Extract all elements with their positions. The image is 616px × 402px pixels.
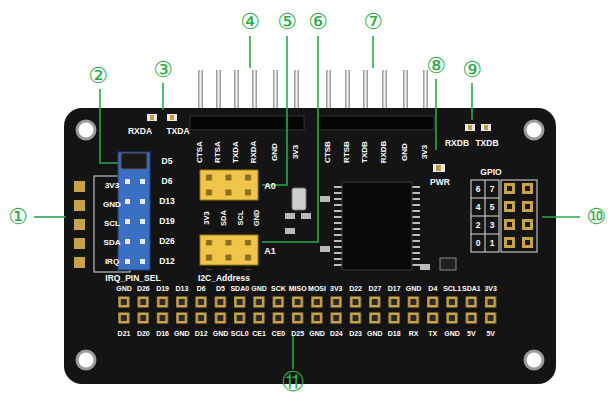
callout-number: ⑪: [282, 371, 304, 393]
pin-label: 3V3: [484, 285, 496, 292]
pin-label: D19: [156, 285, 169, 292]
pin-label: D19: [159, 217, 175, 226]
pin-label: D6: [162, 177, 173, 186]
pin-label: GND: [213, 330, 229, 337]
pin-label: RXDA: [250, 141, 258, 164]
callout-number: ⑤: [277, 11, 297, 33]
callout-number: ⑦: [363, 11, 383, 33]
gpio-number: 3: [490, 221, 495, 230]
pin-label: D26: [159, 237, 175, 246]
jumper-label: A1: [264, 247, 276, 256]
gpio-number: 7: [490, 185, 495, 194]
pin-label: SDA: [104, 239, 121, 247]
pin-label: SCL1: [443, 285, 461, 292]
pin-label: GND: [103, 201, 121, 209]
callout-number: ②: [88, 65, 108, 87]
pin-label: RTSA: [214, 141, 222, 163]
led-label: RXDA: [128, 127, 152, 136]
pin-label: SCL0: [231, 330, 249, 337]
pin-label: D27: [368, 285, 381, 292]
section-label: IRQ_PIN_SEL: [105, 274, 160, 283]
pin-label: TXDB: [361, 141, 369, 163]
pin-label: 3V3: [421, 145, 429, 159]
pin-label: 3V3: [330, 285, 342, 292]
jumper-label: A0: [264, 182, 276, 191]
pin-label: D4: [428, 285, 437, 292]
callout-number: ⑨: [462, 59, 482, 81]
led-label: TXDA: [166, 127, 189, 136]
pin-label: RTSB: [343, 141, 351, 163]
pin-label: RX: [409, 330, 419, 337]
pin-label: D12: [159, 257, 175, 266]
pin-label: 3V3: [292, 145, 300, 159]
callout-number: ⑥: [308, 11, 328, 33]
callout-number: ⑩: [586, 206, 606, 228]
pin-label: D6: [197, 285, 206, 292]
pin-label: CE0: [272, 330, 286, 337]
pin-label: SCL: [237, 211, 245, 226]
callout-number: ④: [240, 11, 260, 33]
pin-label: GND: [406, 285, 422, 292]
pin-label: D5: [216, 285, 225, 292]
pin-label: D13: [159, 197, 175, 206]
pin-label: GND: [444, 330, 460, 337]
pin-label: MOSI: [308, 285, 326, 292]
pin-label: GND: [174, 330, 190, 337]
pin-label: D5: [162, 157, 173, 166]
pin-label: GND: [367, 330, 383, 337]
pin-label: CTSB: [324, 141, 332, 163]
gpio-number: 0: [476, 239, 481, 248]
callout-number: ⑧: [426, 55, 446, 77]
pin-label: D22: [349, 285, 362, 292]
pin-label: GND: [251, 285, 267, 292]
section-label: GPIO: [480, 168, 501, 177]
pin-label: D18: [388, 330, 401, 337]
pin-label: 5V: [486, 330, 495, 337]
pin-label: CTSA: [196, 141, 204, 163]
pin-label: MISO: [289, 285, 307, 292]
pin-label: TX: [428, 330, 437, 337]
pin-label: GND: [309, 330, 325, 337]
pin-label: SCL: [104, 220, 120, 228]
led-label: PWR: [430, 178, 450, 187]
pin-label: GND: [116, 285, 132, 292]
pin-label: GND: [401, 143, 409, 161]
pin-label: 3V3: [105, 182, 119, 190]
pin-label: GND: [271, 143, 279, 161]
pin-label: D20: [137, 330, 150, 337]
gpio-number: 1: [490, 239, 495, 248]
pin-label: GND: [253, 210, 261, 227]
pin-label: D24: [330, 330, 343, 337]
pin-label: IRQ: [105, 258, 119, 266]
pin-label: SDA0: [230, 285, 249, 292]
callout-number: ③: [153, 59, 173, 81]
led-label: RXDB: [445, 139, 469, 148]
gpio-number: 5: [490, 203, 495, 212]
pin-label: 3V3: [203, 211, 211, 224]
pin-label: D21: [118, 330, 131, 337]
pin-label: D17: [388, 285, 401, 292]
pin-label: SCK: [271, 285, 286, 292]
pin-label: SDA: [220, 210, 228, 226]
pin-label: 5V: [467, 330, 476, 337]
pin-label: SDA1: [462, 285, 481, 292]
pin-label: D12: [195, 330, 208, 337]
pin-label: D16: [156, 330, 169, 337]
gpio-number: 6: [476, 185, 481, 194]
callout-number: ①: [8, 206, 28, 228]
pin-label: D23: [349, 330, 362, 337]
pin-label: D13: [175, 285, 188, 292]
gpio-number: 4: [476, 203, 481, 212]
pin-label: D25: [291, 330, 304, 337]
led-label: TXDB: [475, 139, 498, 148]
section-label: I2C_Address: [198, 274, 250, 283]
pin-label: D26: [137, 285, 150, 292]
pin-label: RXDB: [380, 141, 388, 164]
pin-label: CE1: [252, 330, 266, 337]
gpio-number: 2: [476, 221, 481, 230]
pin-label: TXDA: [232, 141, 240, 163]
